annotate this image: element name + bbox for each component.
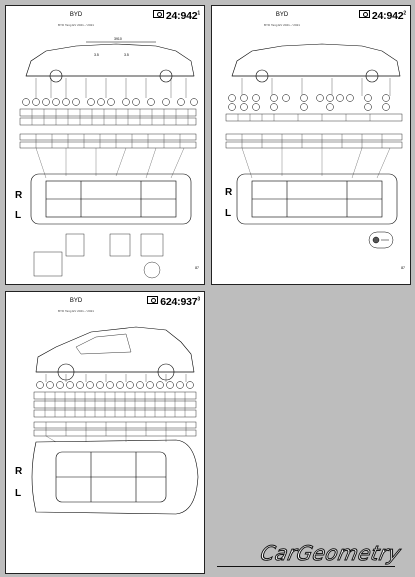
page-code-sup: 1 bbox=[197, 10, 200, 17]
page-model-line: BYD Tang EV 2021- / 2021 bbox=[58, 309, 94, 313]
camera-icon bbox=[152, 10, 164, 18]
page-code-sup: 2 bbox=[403, 10, 406, 17]
side-label-left: L bbox=[15, 488, 22, 499]
page-code-sup: 3 bbox=[197, 296, 200, 303]
dimension-label: 3910 bbox=[114, 37, 122, 41]
page-brand: BYD bbox=[69, 12, 83, 18]
dimension-label: 3.5 bbox=[94, 53, 99, 57]
page-code-value: 624:937 bbox=[160, 296, 198, 308]
body-side-drawing bbox=[31, 326, 199, 515]
page-code-value: 24:942 bbox=[165, 10, 198, 22]
page-code-value: 24:942 bbox=[371, 10, 404, 22]
page-number: 87 bbox=[401, 266, 405, 270]
camera-icon bbox=[358, 10, 370, 18]
page-brand: BYD bbox=[275, 12, 289, 18]
page-code: 624:9373 bbox=[147, 296, 200, 308]
document-page-2: BYD BYD Tang EV 2021- / 2021 24:9422 bbox=[211, 5, 411, 285]
side-label-left: L bbox=[225, 208, 232, 219]
side-label-right: R bbox=[225, 187, 233, 198]
page-code: 24:9422 bbox=[358, 10, 406, 22]
side-label-right: R bbox=[15, 466, 23, 477]
page-brand: BYD bbox=[69, 298, 83, 304]
watermark-underline bbox=[217, 566, 395, 567]
camera-icon bbox=[147, 296, 159, 304]
watermark-logo: CarGeometry bbox=[258, 541, 404, 566]
side-label-left: L bbox=[15, 210, 22, 221]
side-label-right: R bbox=[15, 190, 23, 201]
page-model-line: BYD Tang EV 2021- / 2021 bbox=[264, 23, 300, 27]
page-model-line: BYD Tang EV 2021- / 2021 bbox=[58, 23, 94, 27]
document-page-1: BYD BYD Tang EV 2021- / 2021 24:9421 391… bbox=[5, 5, 205, 285]
page-number: 87 bbox=[195, 266, 199, 270]
dimension-label: 3.5 bbox=[124, 53, 129, 57]
document-page-3: BYD BYD Tang EV 2021- / 2021 624:9373 bbox=[5, 291, 205, 574]
page-code: 24:9421 bbox=[152, 10, 200, 22]
underbody-drawing bbox=[225, 43, 403, 249]
underbody-drawing: 3910 3.5 3.5 bbox=[19, 37, 198, 279]
